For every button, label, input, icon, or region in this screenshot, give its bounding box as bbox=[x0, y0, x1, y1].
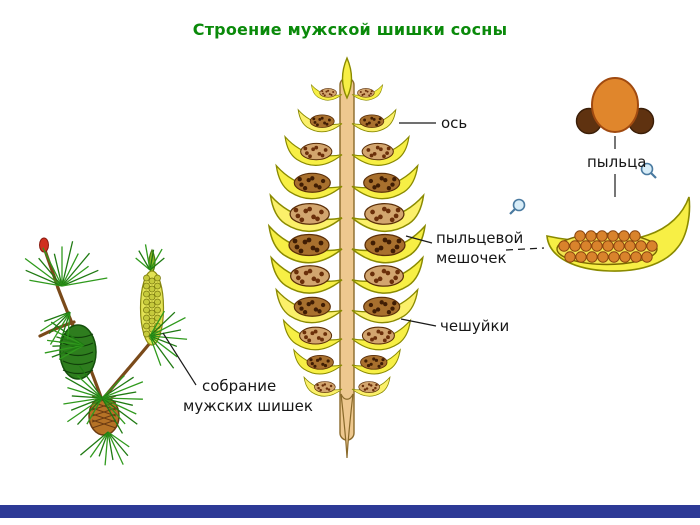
cone-scale bbox=[293, 348, 343, 375]
label-cluster-line2: мужских шишек bbox=[183, 397, 313, 415]
twig bbox=[38, 320, 76, 338]
pine-needles bbox=[24, 241, 188, 466]
magnifier-handle bbox=[650, 172, 657, 179]
pollen-body bbox=[591, 77, 639, 133]
cone-scale bbox=[351, 287, 419, 324]
pine-branch-with-male-cones bbox=[24, 237, 188, 466]
magnifier-icon bbox=[640, 162, 657, 179]
cone-scale bbox=[351, 318, 412, 351]
cone-scale bbox=[310, 83, 343, 101]
scales-pointer-line bbox=[400, 318, 437, 327]
cone-scale bbox=[275, 287, 343, 324]
male-cone-section bbox=[267, 56, 427, 459]
label-pollen: пыльца bbox=[587, 153, 646, 171]
cone-scale bbox=[351, 83, 384, 101]
red-bud bbox=[39, 237, 49, 253]
cone-scale bbox=[282, 318, 343, 351]
pollen-sac-scale bbox=[546, 196, 691, 272]
cone-scale bbox=[351, 348, 401, 375]
cone-scale bbox=[275, 163, 343, 200]
green-cone bbox=[59, 324, 97, 380]
pollen-sac-dashed-line bbox=[505, 247, 545, 251]
cone-scale bbox=[351, 375, 391, 397]
cone-axis bbox=[339, 77, 355, 441]
label-pollen-sac-line1: пыльцевой bbox=[436, 229, 523, 247]
cluster-pointer-line bbox=[162, 332, 197, 386]
label-axis: ось bbox=[441, 114, 467, 132]
magnifier-lens bbox=[640, 162, 654, 176]
cone-tip bbox=[341, 56, 353, 100]
cone-scale bbox=[267, 223, 343, 264]
label-scales: чешуйки bbox=[440, 317, 509, 335]
cone-scale bbox=[351, 134, 410, 166]
cone-scale bbox=[284, 134, 343, 166]
cone-scale bbox=[270, 255, 343, 294]
cone-scale bbox=[351, 223, 427, 264]
cone-scale bbox=[351, 163, 419, 200]
cone-scale bbox=[351, 255, 424, 294]
magnifier-icon bbox=[509, 198, 526, 215]
bottom-bar bbox=[0, 505, 700, 518]
label-pollen-sac-line2: мешочек bbox=[436, 249, 507, 267]
cone-scale bbox=[351, 108, 397, 133]
cone-scale bbox=[297, 108, 343, 133]
cone-stalk bbox=[340, 393, 354, 459]
cone-scale bbox=[303, 375, 343, 397]
pollen-sac-pointer-line bbox=[405, 235, 433, 244]
magnifier-lens bbox=[512, 198, 526, 212]
page-title: Строение мужской шишки сосны bbox=[192, 20, 508, 39]
pollen-grains bbox=[558, 230, 658, 263]
pollen-grain bbox=[575, 77, 655, 135]
cone-scale bbox=[351, 193, 425, 233]
magnifier-handle bbox=[509, 208, 516, 215]
cone-scale bbox=[269, 193, 343, 233]
label-cluster-line1: собрание bbox=[202, 377, 276, 395]
